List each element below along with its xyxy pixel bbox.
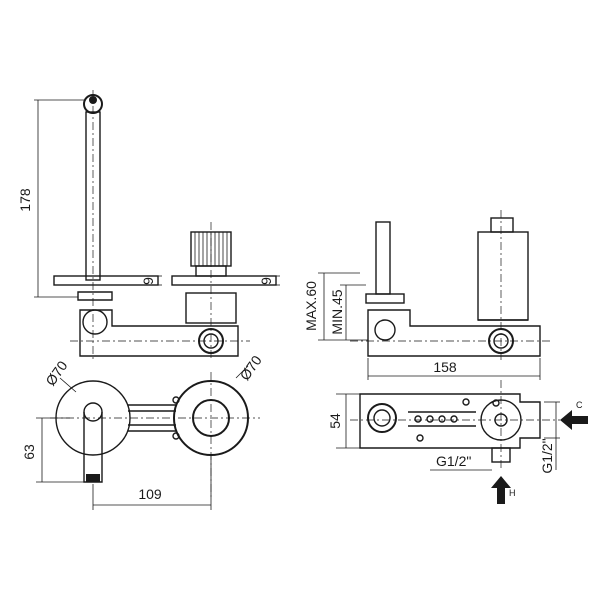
side-spout-plate <box>365 293 405 304</box>
cold-label: C <box>576 400 583 410</box>
dim-inlet-side: G1/2" <box>539 438 555 473</box>
dim-spout-height: 178 <box>17 188 33 212</box>
screw-left <box>172 396 180 404</box>
plan-side-body <box>359 393 541 449</box>
side-elevation: MAX.60 MIN.45 158 <box>303 210 550 380</box>
concealed-body <box>79 309 239 357</box>
plan-spout-tip <box>86 474 100 482</box>
dim-body-height: 54 <box>327 413 343 429</box>
plan-view-front: Ø70 Ø70 63 109 <box>21 352 265 510</box>
spout-connector <box>77 291 113 301</box>
spout-port <box>82 309 108 335</box>
spout-aerator <box>89 96 97 104</box>
plan-spout-base <box>83 402 103 422</box>
plan-side-channel <box>408 411 476 427</box>
hot-inlet-arrow <box>491 476 511 504</box>
spout-plate <box>53 275 159 286</box>
dim-max-depth: MAX.60 <box>303 281 319 331</box>
hot-label: H <box>509 488 516 498</box>
plan-view-side: 54 G1/2" G1/2" C H <box>327 380 588 504</box>
dim-top-vertical: 63 <box>21 444 37 460</box>
cold-inlet-arrow <box>560 410 588 430</box>
plan-body-lines <box>128 404 176 432</box>
plan-spout <box>83 412 103 483</box>
dim-top-horizontal: 109 <box>138 486 162 502</box>
dim-min-depth: MIN.45 <box>329 289 345 334</box>
side-mixer-body <box>477 231 529 321</box>
dim-inlet-bottom: G1/2" <box>436 453 471 469</box>
dim-diameter-right: Ø70 <box>236 352 264 383</box>
dim-plate-left: 9 <box>140 277 156 285</box>
side-spout <box>375 221 391 295</box>
plan-side-spout-inner <box>373 409 391 427</box>
dim-body-length: 158 <box>433 359 457 375</box>
dim-plate-right: 9 <box>258 277 274 285</box>
front-elevation: 178 9 9 <box>17 90 280 360</box>
side-spout-port <box>374 319 396 341</box>
side-handle-cap <box>490 217 514 233</box>
plan-side-spout-outer <box>367 403 397 433</box>
screw-right <box>172 432 180 440</box>
side-concealed-body <box>367 309 541 357</box>
